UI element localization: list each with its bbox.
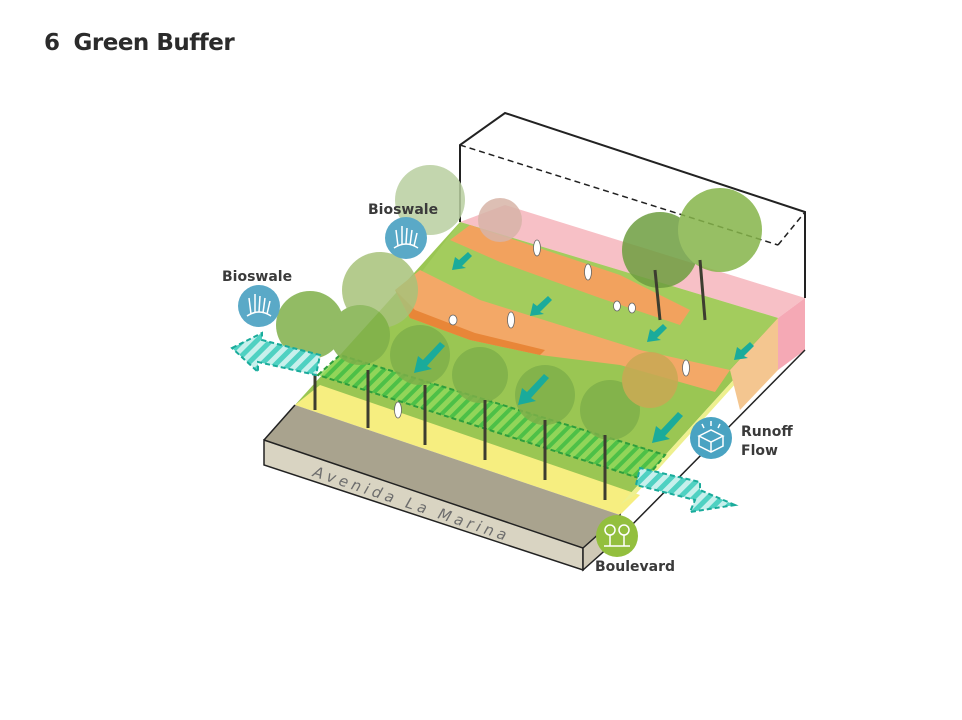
grass-slope-shade <box>400 222 778 380</box>
section-number: 6 <box>44 30 60 56</box>
path-edge <box>395 290 545 355</box>
flow-arrow-left <box>230 331 322 377</box>
runoff-flow-icon <box>690 417 732 459</box>
page-title: 6 Green Buffer <box>44 30 235 56</box>
runoff-label-line2: Flow <box>741 443 778 459</box>
bioswale-upper-label: Bioswale <box>368 202 438 218</box>
tree-trunks <box>313 259 707 500</box>
pink-zone-side <box>778 298 805 370</box>
peach-side <box>730 318 778 410</box>
bioswale-left-icon <box>238 285 280 327</box>
building-outline <box>459 111 806 298</box>
bioswale-upper-icon <box>385 217 427 259</box>
boulevard-band-outline <box>316 353 667 482</box>
flow-arrow-right <box>634 466 739 514</box>
upper-path <box>450 225 690 325</box>
road-top <box>264 405 620 548</box>
people <box>394 239 690 419</box>
boulevard-icon <box>596 515 638 557</box>
bioswale-left-label: Bioswale <box>222 269 292 285</box>
boulevard-band <box>318 355 665 480</box>
section-title: Green Buffer <box>73 30 235 56</box>
runoff-arrows <box>414 252 754 443</box>
road-edge <box>263 404 296 441</box>
tree-canopies <box>276 165 762 440</box>
yellow-sidewalk <box>295 385 640 515</box>
boulevard-label: Boulevard <box>595 559 675 575</box>
runoff-label-line1: Runoff <box>741 424 793 440</box>
